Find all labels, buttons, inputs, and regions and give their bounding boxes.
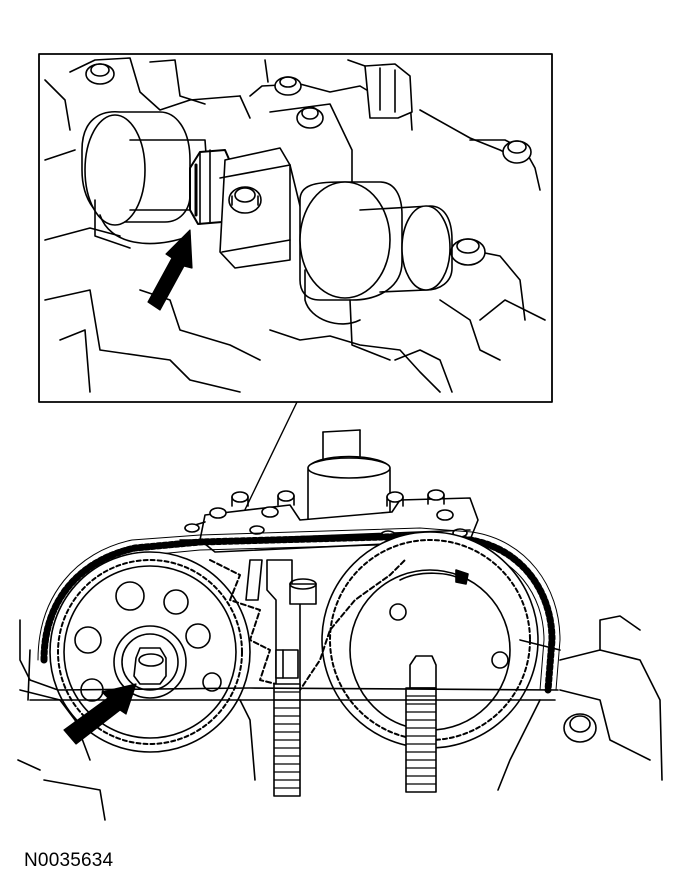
threaded-rod-right: [406, 656, 436, 792]
bolt-head: [232, 492, 248, 506]
figure-reference-number: N0035634: [24, 850, 114, 871]
threaded-rod-left: [267, 560, 316, 796]
inset-detail-view: [39, 54, 552, 402]
left-sprocket: [50, 552, 250, 752]
arrow-icon: [148, 230, 192, 310]
inset-frame: [39, 54, 552, 402]
bolt-head: [210, 508, 226, 518]
bolt-head: [437, 510, 453, 520]
bolt-head: [185, 524, 199, 532]
main-timing-view: [18, 430, 662, 820]
bolt-head: [564, 714, 596, 742]
bolt-head: [134, 648, 166, 684]
bolt-head: [503, 141, 531, 163]
bolt-head: [275, 77, 301, 95]
bolt-head: [278, 491, 294, 505]
leader-line: [240, 402, 297, 520]
bolt-head: [451, 239, 485, 265]
tensioner-guide: [246, 560, 262, 600]
bolt-head: [297, 107, 323, 128]
bolt-head: [250, 526, 264, 534]
bolt-head: [387, 492, 403, 506]
arrow-icon: [64, 684, 136, 744]
bolt-head: [428, 490, 444, 504]
timing-chain: [44, 536, 552, 690]
bolt-head: [262, 507, 278, 517]
bolt-head: [229, 187, 261, 213]
bolt-head: [86, 64, 114, 84]
